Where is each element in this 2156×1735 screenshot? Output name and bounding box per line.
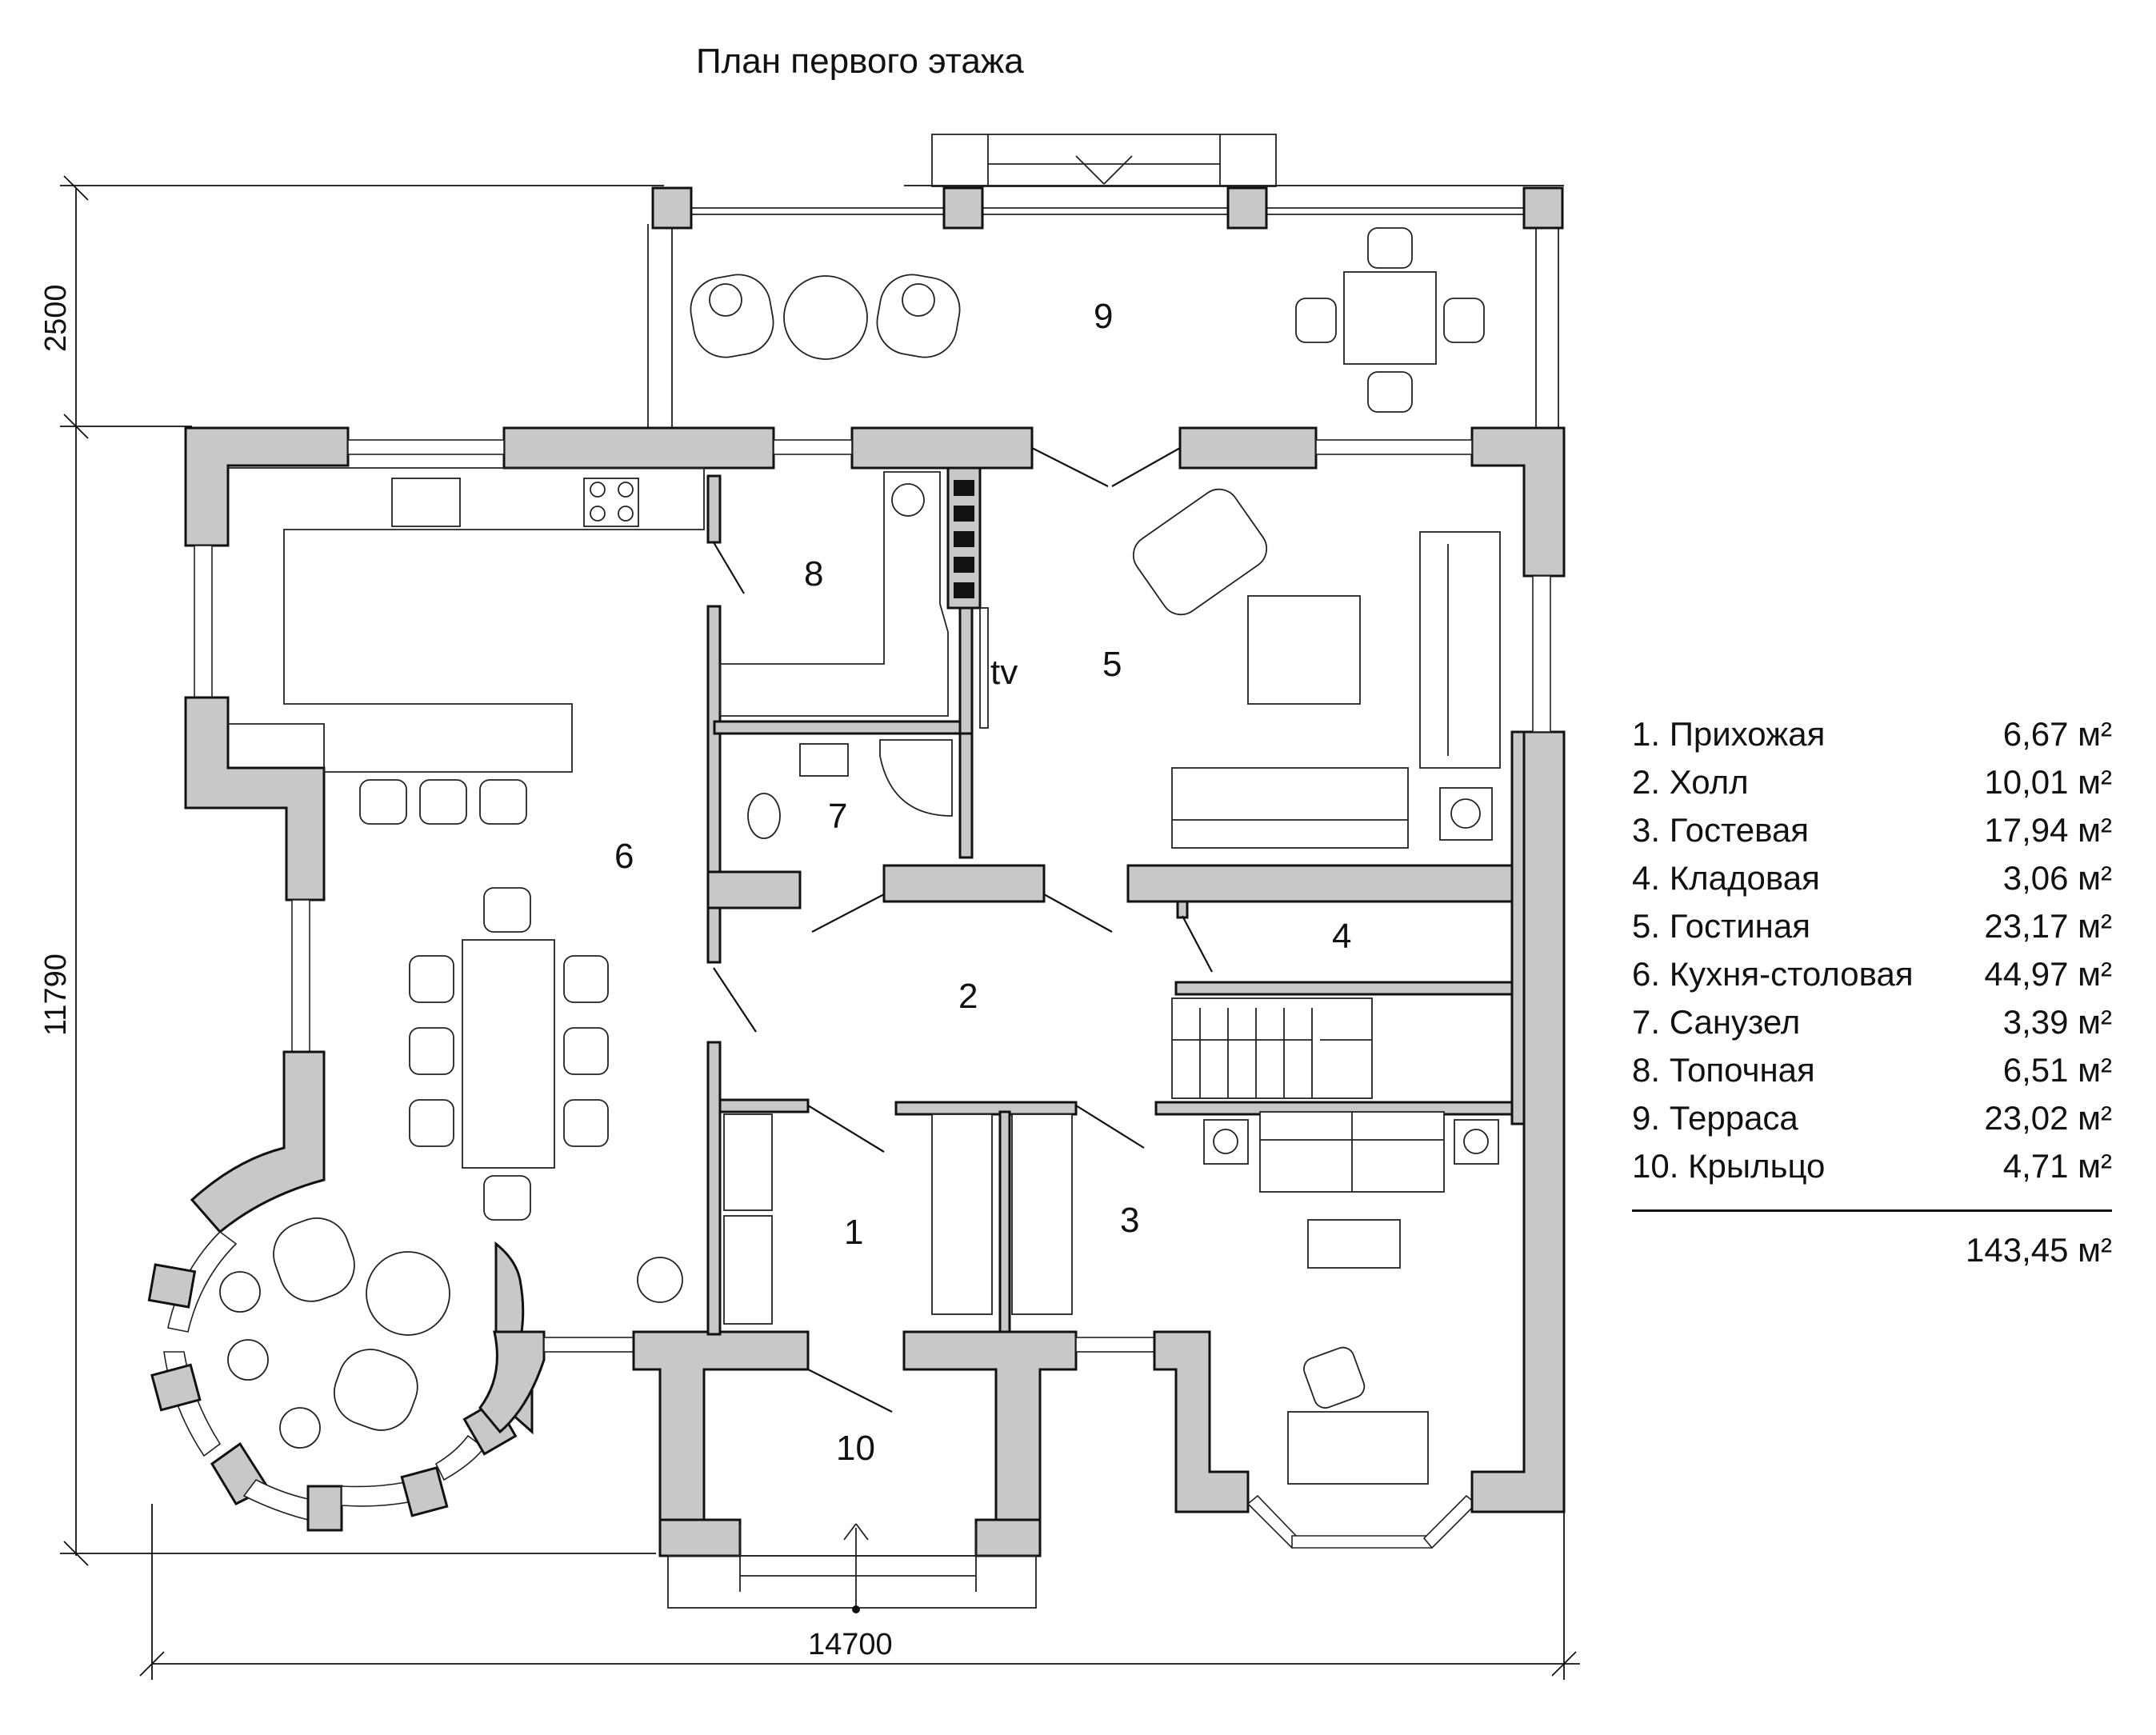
legend-row: 1. Прихожая 6,67 м²: [1632, 710, 2112, 758]
legend-room-area: 4,71 м²: [2002, 1147, 2112, 1185]
legend-room-area: 6,67 м²: [2002, 715, 2112, 753]
tv-label: tv: [990, 653, 1018, 692]
legend-room-area: 44,97 м²: [1984, 955, 2112, 993]
legend-divider: [1632, 1209, 2112, 1212]
legend-room-name: 10. Крыльцо: [1632, 1147, 1826, 1185]
legend-room-name: 6. Кухня-столовая: [1632, 955, 1914, 993]
total-area: 143,45 м²: [1966, 1231, 2112, 1269]
legend-room-name: 9. Терраса: [1632, 1099, 1798, 1137]
page-title: План первого этажа: [696, 42, 1024, 81]
legend-row: 7. Санузел 3,39 м²: [1632, 998, 2112, 1046]
room-number-7: 7: [828, 797, 847, 836]
legend-room-name: 5. Гостиная: [1632, 907, 1810, 945]
legend-room-area: 10,01 м²: [1984, 763, 2112, 801]
dimension-building-width: 14700: [808, 1628, 893, 1661]
room-number-1: 1: [844, 1213, 863, 1252]
room-number-10: 10: [836, 1429, 875, 1468]
room-number-5: 5: [1102, 645, 1122, 684]
legend-room-area: 23,17 м²: [1984, 907, 2112, 945]
dimension-lines: [60, 175, 1580, 1680]
door-swings: [713, 447, 1213, 1413]
room-number-6: 6: [614, 837, 634, 876]
dimension-terrace-depth: 2500: [39, 284, 73, 352]
legend-room-area: 23,02 м²: [1984, 1099, 2112, 1137]
interior-walls: [706, 466, 1526, 1336]
room-number-4: 4: [1332, 917, 1351, 956]
terrace-furniture: [690, 227, 1485, 413]
room-number-3: 3: [1120, 1201, 1139, 1240]
exterior-walls: [147, 426, 1566, 1613]
legend-row: 4. Кладовая 3,06 м²: [1632, 854, 2112, 902]
room-number-2: 2: [958, 977, 978, 1016]
legend-room-name: 7. Санузел: [1632, 1003, 1801, 1041]
legend-room-name: 4. Кладовая: [1632, 859, 1820, 897]
legend-row: 9. Терраса 23,02 м²: [1632, 1094, 2112, 1142]
legend-room-name: 8. Топочная: [1632, 1051, 1815, 1089]
dimension-building-depth: 11790: [39, 953, 73, 1036]
legend-row: 8. Топочная 6,51 м²: [1632, 1046, 2112, 1094]
furniture: [219, 467, 1501, 1485]
room-number-9: 9: [1094, 297, 1113, 336]
room-area-legend: 1. Прихожая 6,67 м² 2. Холл 10,01 м² 3. Го…: [1632, 710, 2112, 1269]
terrace: [647, 134, 1564, 428]
legend-row: 10. Крыльцо 4,71 м²: [1632, 1142, 2112, 1190]
legend-row: 2. Холл 10,01 м²: [1632, 758, 2112, 806]
legend-room-name: 1. Прихожая: [1632, 715, 1826, 753]
legend-row: 5. Гостиная 23,17 м²: [1632, 902, 2112, 950]
legend-room-area: 6,51 м²: [2002, 1051, 2112, 1089]
legend-room-area: 17,94 м²: [1984, 811, 2112, 849]
room-number-8: 8: [804, 554, 823, 594]
legend-room-name: 2. Холл: [1632, 763, 1749, 801]
legend-room-area: 3,39 м²: [2002, 1003, 2112, 1041]
legend-room-area: 3,06 м²: [2002, 859, 2112, 897]
legend-row: 3. Гостевая 17,94 м²: [1632, 806, 2112, 854]
legend-room-name: 3. Гостевая: [1632, 811, 1810, 849]
legend-row: 6. Кухня-столовая 44,97 м²: [1632, 950, 2112, 998]
